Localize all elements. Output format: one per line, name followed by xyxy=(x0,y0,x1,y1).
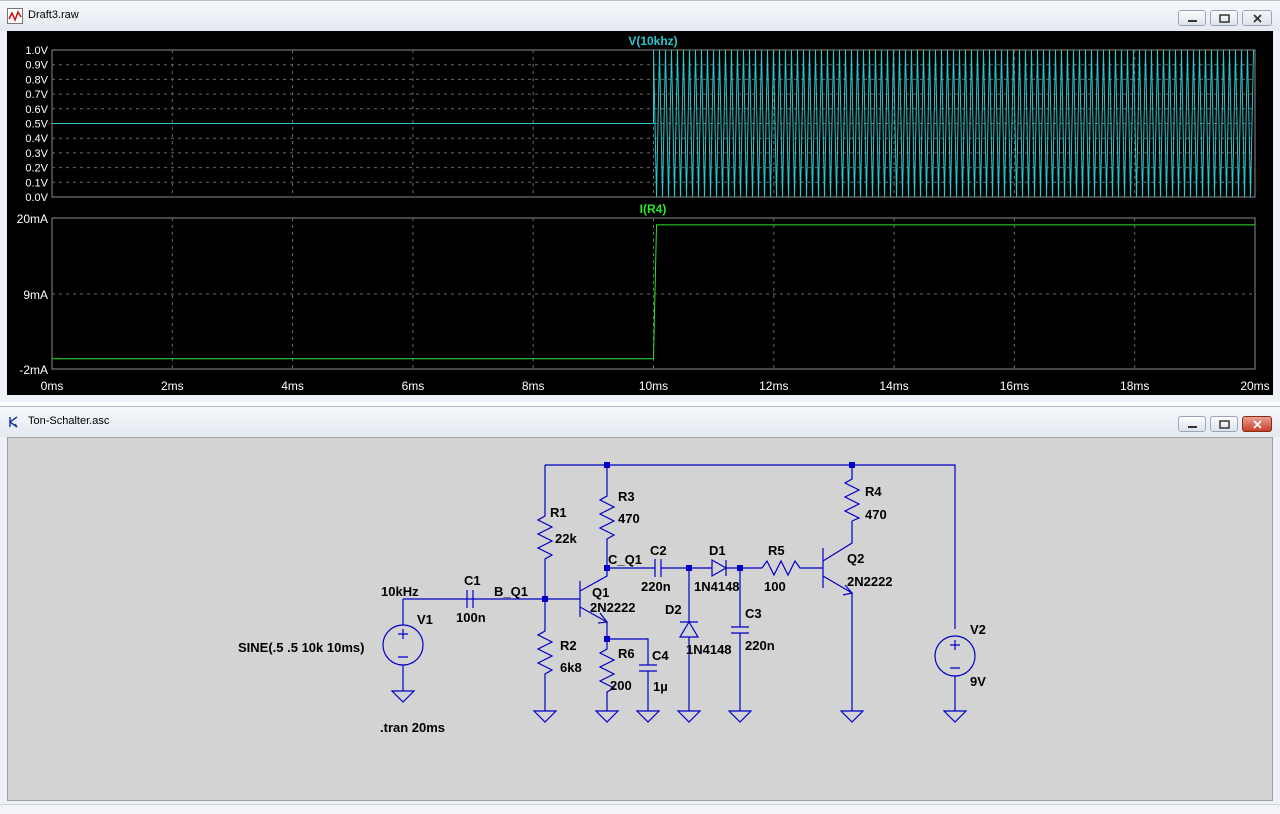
label-r1: R1 xyxy=(550,505,567,520)
voltage-trace xyxy=(52,49,1254,198)
x-axis-tick-label: 0ms xyxy=(41,379,64,393)
label-d2: D2 xyxy=(665,602,682,617)
label-c3-value: 220n xyxy=(745,638,775,653)
schematic-window: Ton-Schalter.asc xyxy=(0,406,1280,804)
current-y-tick-neg2ma: -2mA xyxy=(19,363,48,377)
label-c1: C1 xyxy=(464,573,481,588)
waveform-plot[interactable]: 1.0V 0.9V 0.8V 0.7V 0.6V 0.5V 0.4V 0.3V 0.2V 0.1V… xyxy=(7,31,1273,395)
label-d1-value: 1N4148 xyxy=(694,579,740,594)
x-axis-tick-label: 12ms xyxy=(759,379,788,393)
label-r5: R5 xyxy=(768,543,785,558)
voltage-y-tick: 0.9V xyxy=(25,60,48,72)
maximize-button[interactable] xyxy=(1210,10,1238,26)
label-q2: Q2 xyxy=(847,551,864,566)
voltage-y-tick: 0.6V xyxy=(25,104,48,116)
restore-icon xyxy=(1219,420,1230,429)
label-c2: C2 xyxy=(650,543,667,558)
x-axis-tick-label: 2ms xyxy=(161,379,184,393)
current-y-tick-20ma: 20mA xyxy=(17,212,48,226)
label-c4: C4 xyxy=(652,648,669,663)
schematic-window-title: Ton-Schalter.asc xyxy=(28,415,110,427)
schematic-minimize-button[interactable] xyxy=(1178,416,1206,432)
minimize-button[interactable] xyxy=(1178,10,1206,26)
minimize-icon xyxy=(1188,20,1197,22)
label-d2-value: 1N4148 xyxy=(686,642,732,657)
net-label-b-q1: B_Q1 xyxy=(494,584,528,599)
close-icon xyxy=(1253,420,1262,429)
current-trace xyxy=(52,224,1255,360)
schematic-titlebar[interactable]: Ton-Schalter.asc xyxy=(0,407,1280,437)
label-v2: V2 xyxy=(970,622,986,637)
net-label-c-q1: C_Q1 xyxy=(608,552,642,567)
current-trace-label[interactable]: I(R4) xyxy=(640,202,667,216)
status-strip xyxy=(0,804,1280,814)
voltage-y-tick: 0.3V xyxy=(25,148,48,160)
junction-dots xyxy=(542,462,855,642)
minimize-icon xyxy=(1188,426,1197,428)
voltage-y-tick: 0.7V xyxy=(25,89,48,101)
label-q2-value: 2N2222 xyxy=(847,574,893,589)
restore-icon xyxy=(1219,14,1230,23)
x-axis-tick-label: 10ms xyxy=(639,379,668,393)
label-q1-value: 2N2222 xyxy=(590,600,636,615)
waveform-app-icon xyxy=(7,8,23,24)
x-axis-tick-label: 4ms xyxy=(281,379,304,393)
current-grid xyxy=(52,218,1255,369)
current-y-tick-9ma: 9mA xyxy=(23,288,48,302)
waveform-window: Draft3.raw 1.0V 0.9V 0.8V 0.7V 0.6V 0.5V 0.4V 0… xyxy=(0,0,1280,402)
plot-area[interactable]: 1.0V 0.9V 0.8V 0.7V 0.6V 0.5V 0.4V 0.3V 0.2V 0.1V… xyxy=(7,31,1273,395)
x-axis-tick-label: 6ms xyxy=(402,379,425,393)
voltage-y-tick: 0.1V xyxy=(25,177,48,189)
label-r2-value: 6k8 xyxy=(560,660,582,675)
voltage-y-tick: 0.4V xyxy=(25,133,48,145)
label-r3-value: 470 xyxy=(618,511,640,526)
schematic-canvas[interactable]: R1 22k R2 6k8 R3 470 R4 470 R5 100 R6 20… xyxy=(7,437,1273,801)
schematic-maximize-button[interactable] xyxy=(1210,416,1238,432)
schematic-close-button[interactable] xyxy=(1242,416,1272,432)
label-v2-value: 9V xyxy=(970,674,986,689)
label-c3: C3 xyxy=(745,606,762,621)
label-q1: Q1 xyxy=(592,585,609,600)
schematic-labels: R1 22k R2 6k8 R3 470 R4 470 R5 100 R6 20… xyxy=(238,484,986,735)
waveform-titlebar[interactable]: Draft3.raw xyxy=(0,1,1280,31)
waveform-window-title: Draft3.raw xyxy=(28,9,79,21)
label-r1-value: 22k xyxy=(555,531,577,546)
x-axis-ticks: 0ms 2ms 4ms 6ms 8ms 10ms 12ms 14ms 16ms 18ms 20ms xyxy=(41,379,1270,393)
voltage-y-tick: 0.0V xyxy=(25,192,48,204)
voltage-y-tick: 1.0V xyxy=(25,45,48,57)
x-axis-tick-label: 14ms xyxy=(879,379,908,393)
schematic-wires xyxy=(382,464,976,711)
schematic-app-icon xyxy=(9,416,18,428)
x-axis-tick-label: 16ms xyxy=(1000,379,1029,393)
spice-directive: .tran 20ms xyxy=(380,720,445,735)
close-button[interactable] xyxy=(1242,10,1272,26)
label-c4-value: 1µ xyxy=(653,679,668,694)
voltage-pane[interactable]: 1.0V 0.9V 0.8V 0.7V 0.6V 0.5V 0.4V 0.3V 0.2V 0.1V… xyxy=(25,34,1256,204)
voltage-y-tick: 0.5V xyxy=(25,119,48,131)
label-r5-value: 100 xyxy=(764,579,786,594)
label-c2-value: 220n xyxy=(641,579,671,594)
label-d1: D1 xyxy=(709,543,726,558)
label-r4-value: 470 xyxy=(865,507,887,522)
schematic-drawing[interactable]: R1 22k R2 6k8 R3 470 R4 470 R5 100 R6 20… xyxy=(8,438,1272,800)
x-axis-tick-label: 8ms xyxy=(522,379,545,393)
voltage-y-tick: 0.8V xyxy=(25,74,48,86)
label-v1-value: SINE(.5 .5 10k 10ms) xyxy=(238,640,364,655)
label-v1: V1 xyxy=(417,612,433,627)
voltage-trace-label[interactable]: V(10khz) xyxy=(628,34,677,48)
label-r3: R3 xyxy=(618,489,635,504)
x-axis-tick-label: 18ms xyxy=(1120,379,1149,393)
label-r6: R6 xyxy=(618,646,635,661)
close-icon xyxy=(1253,14,1262,23)
current-pane[interactable]: 20mA 9mA -2mA I(R4) xyxy=(17,202,1256,377)
label-r6-value: 200 xyxy=(610,678,632,693)
x-axis-tick-label: 20ms xyxy=(1240,379,1269,393)
label-c1-value: 100n xyxy=(456,610,486,625)
voltage-y-tick: 0.2V xyxy=(25,163,48,175)
voltage-y-ticks: 1.0V 0.9V 0.8V 0.7V 0.6V 0.5V 0.4V 0.3V 0.2V 0.1V… xyxy=(25,45,48,204)
label-r4: R4 xyxy=(865,484,882,499)
label-r2: R2 xyxy=(560,638,577,653)
net-label-10khz: 10kHz xyxy=(381,584,419,599)
ground-symbols xyxy=(391,690,967,723)
